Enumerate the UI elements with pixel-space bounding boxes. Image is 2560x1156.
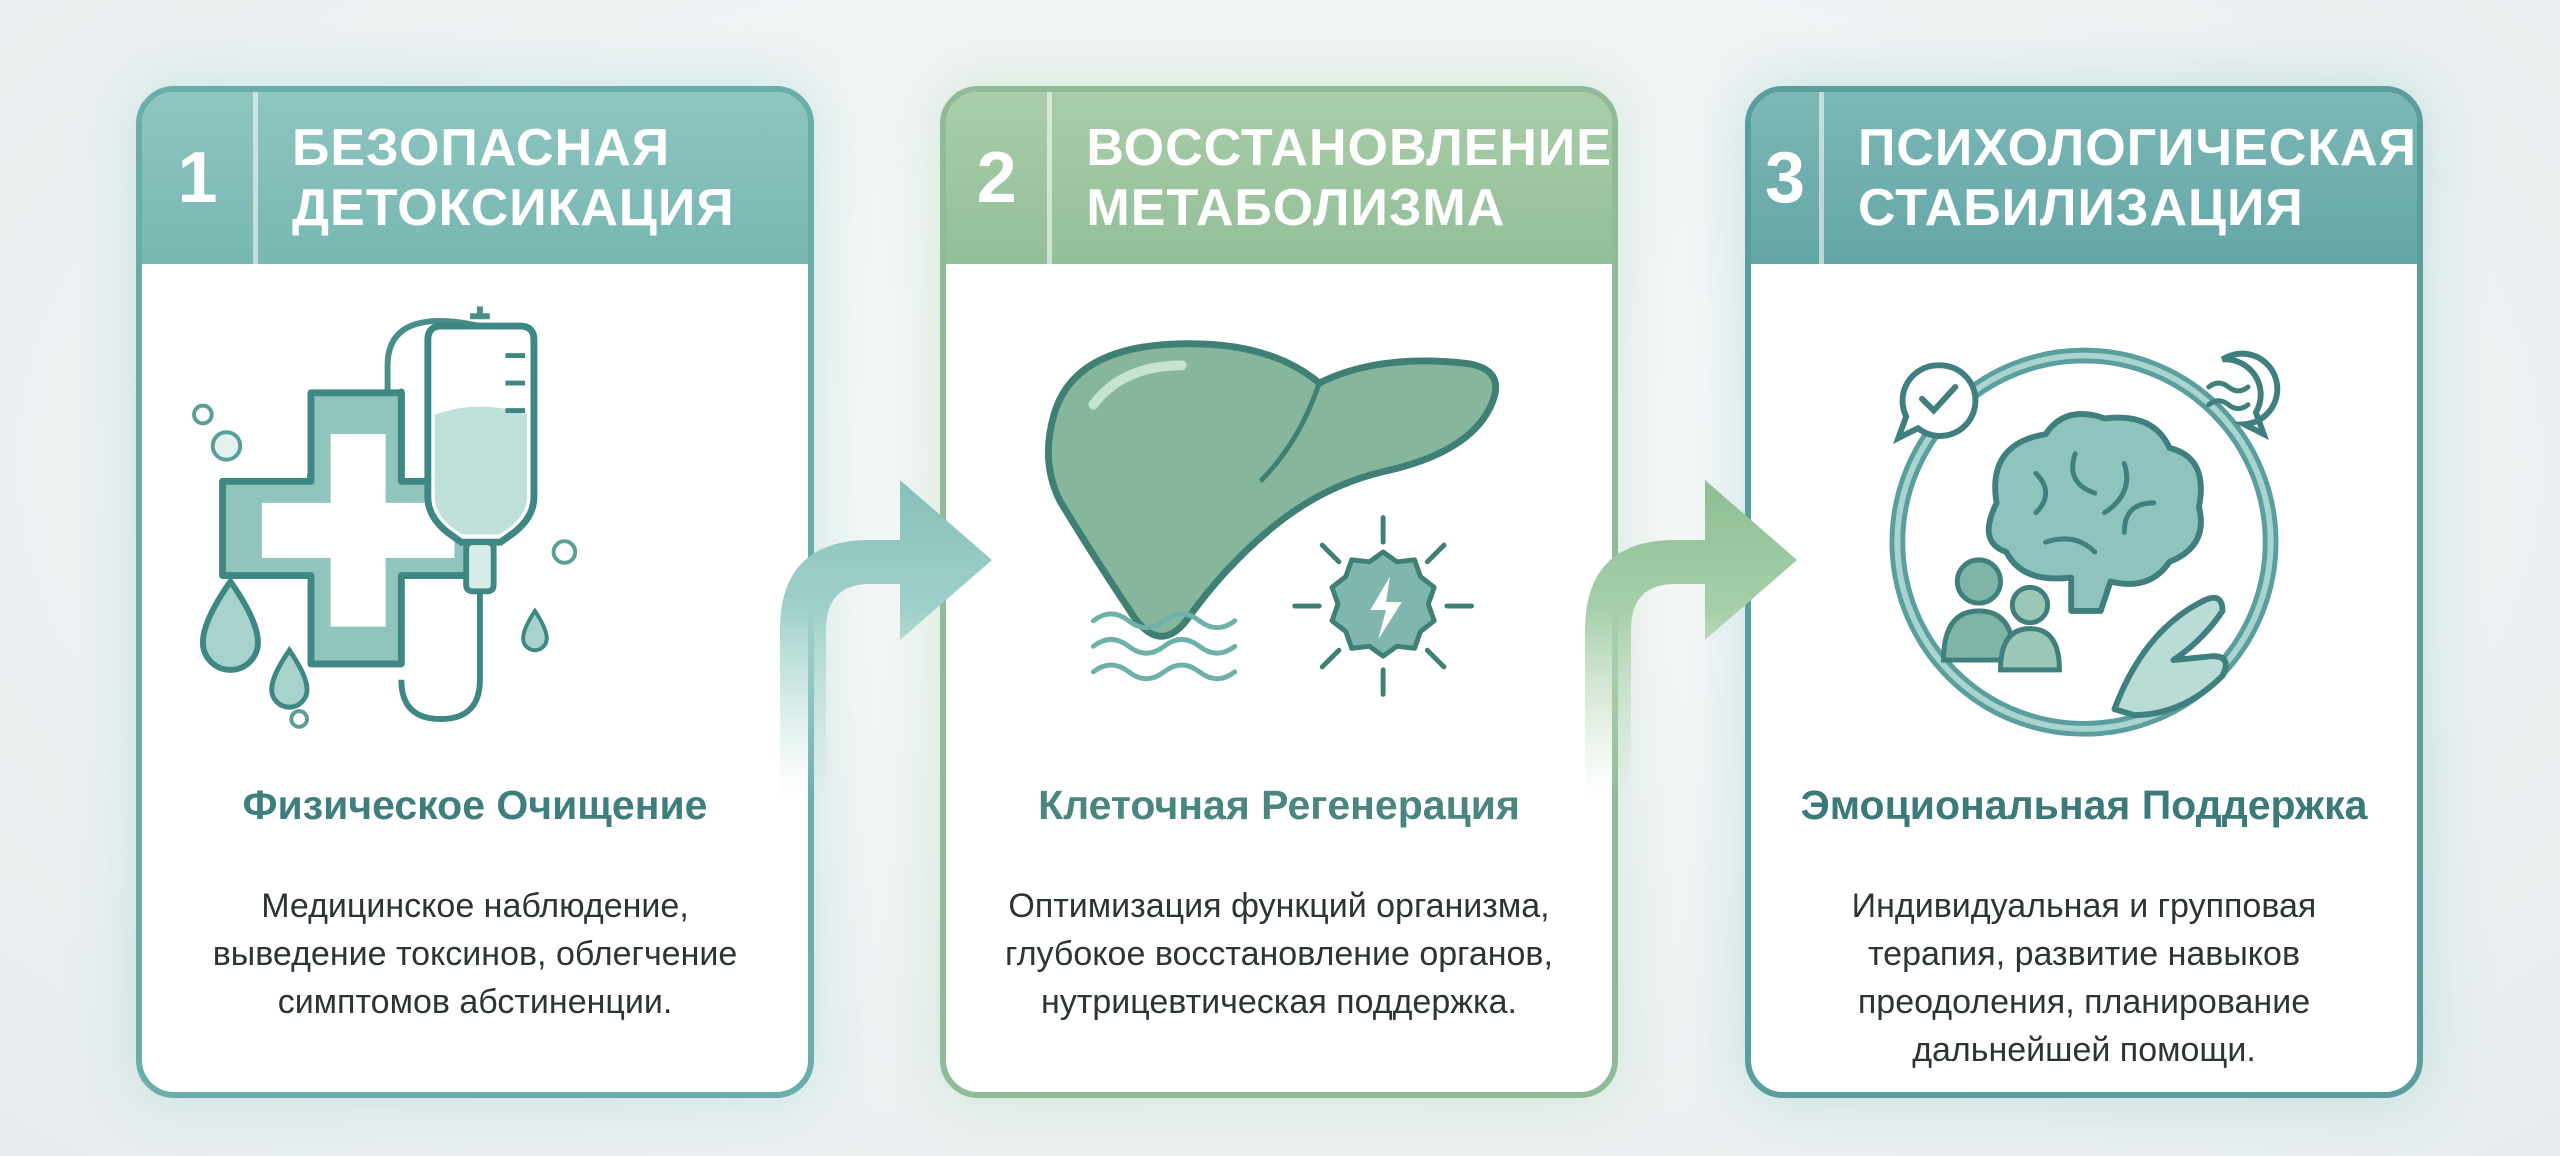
flow-arrow-2 (1585, 480, 1797, 800)
step-header-1: 1 БЕЗОПАСНАЯ ДЕТОКСИКАЦИЯ (142, 92, 808, 264)
iv-drip-medical-cross-icon (192, 306, 578, 729)
brain-support-icon (1889, 347, 2281, 737)
step-description-3: Индивидуальная и групповая терапия, разв… (1851, 887, 2317, 1069)
liver-energy-icon (1044, 340, 1500, 697)
step-subtitle-2: Клеточная Регенерация (1038, 782, 1520, 828)
step-card-3: 3 ПСИХОЛОГИЧЕСКАЯ СТАБИЛИЗАЦИЯ Эмоционал… (1745, 86, 2423, 1098)
step-title-2: ВОССТАНОВЛЕНИЕ МЕТАБОЛИЗМА (1086, 119, 1612, 237)
step-description-2: Оптимизация функций организма, глубокое … (1005, 887, 1553, 1021)
step-title-3: ПСИХОЛОГИЧЕСКАЯ СТАБИЛИЗАЦИЯ (1857, 119, 2417, 237)
step-card-2: 2 ВОССТАНОВЛЕНИЕ МЕТАБОЛИЗМА К (940, 86, 1618, 1098)
step-number-3: 3 (1751, 92, 1824, 264)
step-header-3: 3 ПСИХОЛОГИЧЕСКАЯ СТАБИЛИЗАЦИЯ (1751, 92, 2417, 264)
step-number-1: 1 (142, 92, 258, 264)
step-number-2: 2 (946, 92, 1053, 264)
step-card-1: 1 БЕЗОПАСНАЯ ДЕТОКСИКАЦИЯ Физичес (136, 86, 814, 1098)
step-title-1: БЕЗОПАСНАЯ ДЕТОКСИКАЦИЯ (292, 119, 735, 237)
step-subtitle-1: Физическое Очищение (242, 782, 708, 828)
step-description-1: Медицинское наблюдение, выведение токсин… (212, 887, 738, 1021)
step-header-2: 2 ВОССТАНОВЛЕНИЕ МЕТАБОЛИЗМА (946, 92, 1612, 264)
flow-arrow-1 (780, 480, 992, 800)
step-subtitle-3: Эмоциональная Поддержка (1800, 782, 2368, 828)
